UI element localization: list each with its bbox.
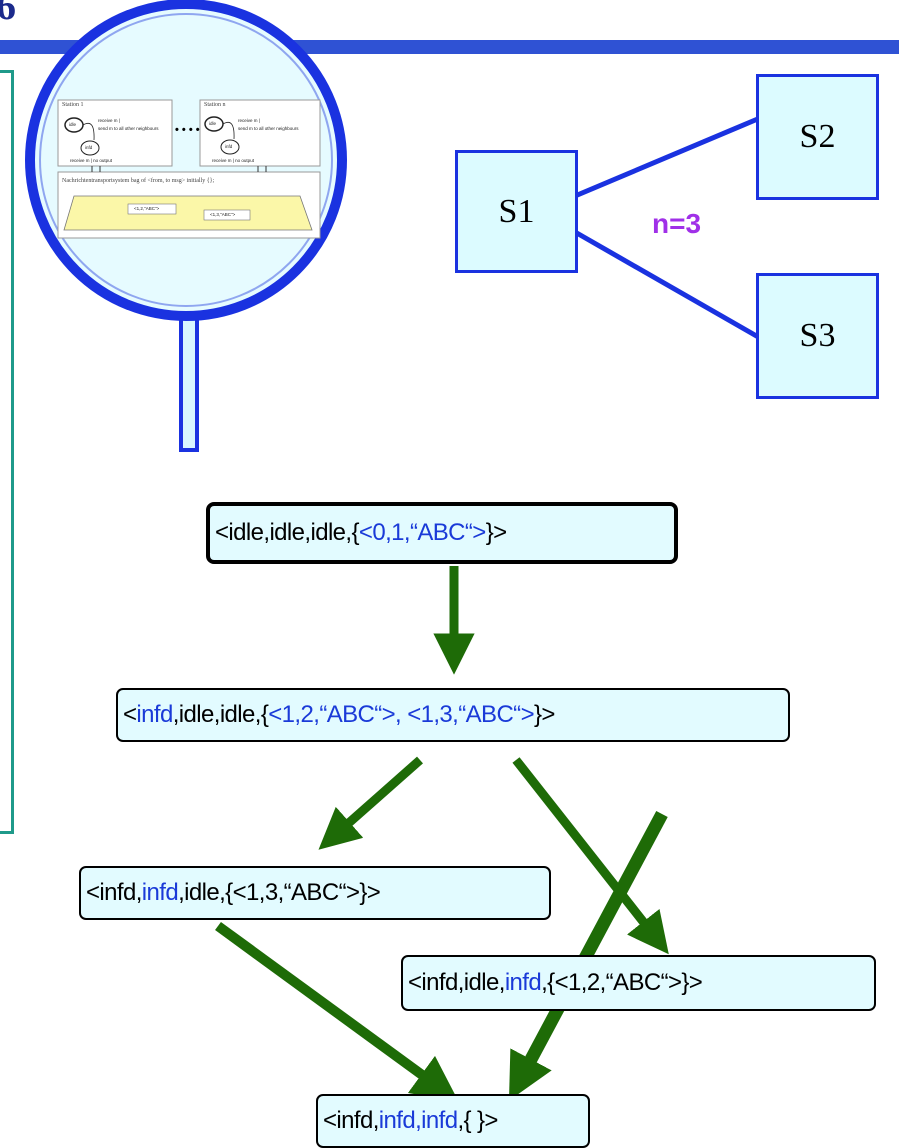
station-s1: S1: [455, 150, 578, 273]
state-after-s1-messages: <1,2,“ABC“>, <1,3,“ABC“>: [268, 701, 534, 728]
mini-transport-label: Nachrichtentransportsystem bag of <from,…: [62, 178, 215, 184]
mini-send-label-n: send m to all other neighbours: [238, 126, 299, 131]
mini-station-1-title: Station 1: [62, 102, 84, 108]
state-after-s1: <infd,idle,idle,{<1,2,“ABC“>, <1,3,“ABC“…: [116, 688, 790, 742]
mini-msg-1: <1,2,"ABC">: [134, 206, 160, 211]
state-final-close: ,{ }>: [457, 1107, 498, 1134]
mini-send-label: send m to all other neighbours: [98, 126, 159, 131]
state-initial-message: <0,1,“ABC“>: [358, 519, 486, 546]
state-final-text: <infd,: [323, 1107, 379, 1134]
state-initial-close: }>: [485, 519, 507, 546]
state-after-s3: <infd,idle,infd,{<1,2,“ABC“>}>: [401, 955, 876, 1011]
state-after-s2: <infd,infd,idle,{<1,3,“ABC“>}>: [79, 866, 551, 920]
n-label: n=3: [652, 208, 702, 239]
station-s3: S3: [756, 273, 879, 399]
state-after-s3-infd: infd: [504, 969, 542, 996]
state-after-s2-text: <infd,: [86, 879, 142, 906]
state-final: <infd,infd,infd,{ }>: [316, 1094, 590, 1148]
mini-station-n-title: Station n: [204, 102, 226, 108]
left-frame: [0, 70, 14, 834]
edge-s1-s3: [573, 229, 762, 341]
corner-glyph: 6: [0, 0, 16, 28]
mini-station-n-box: [199, 99, 321, 167]
mini-idle-label-n: idle: [209, 121, 217, 126]
mini-infd-label-n: infd: [225, 144, 233, 149]
state-initial-text: <idle,idle,idle,{: [215, 519, 360, 546]
state-final-infd: infd,infd: [378, 1107, 458, 1134]
arrow-s3-s4: [508, 810, 668, 1101]
mini-bag-shape: [63, 195, 313, 231]
state-after-s3-text: <infd,idle,: [408, 969, 505, 996]
mini-no-output-label-n: receive m | no output: [212, 158, 254, 163]
mini-idle-label: idle: [69, 122, 77, 127]
mini-no-output-label: receive m | no output: [70, 158, 112, 163]
mini-receive-label: receive m |: [98, 118, 120, 123]
state-after-s2-rest: ,idle,{<1,3,“ABC“>}>: [178, 879, 381, 906]
mini-ellipsis: • • • •: [175, 124, 200, 136]
state-after-s2-infd: infd: [141, 879, 179, 906]
mini-infd-label: infd: [85, 145, 93, 150]
arrow-s2-s4: [215, 921, 459, 1102]
state-initial: <idle,idle,idle,{<0,1,“ABC“>}>: [206, 502, 678, 564]
edge-s1-s2: [574, 115, 761, 199]
state-after-s3-rest: ,{<1,2,“ABC“>}>: [541, 969, 703, 996]
mini-station-1-box: [57, 99, 173, 167]
mini-msg-2: <1,3,"ABC">: [210, 212, 236, 217]
arrow-s1-s2: [318, 756, 423, 850]
state-after-s1-open: <: [123, 701, 137, 728]
state-after-s1-text: ,idle,idle,{: [172, 701, 269, 728]
state-after-s1-infd: infd: [136, 701, 173, 728]
state-after-s1-close: }>: [534, 701, 555, 728]
mini-receive-label-n: receive m |: [238, 118, 260, 123]
arrow-s1-s3: [512, 757, 669, 955]
mini-infd-state: [80, 140, 100, 156]
station-s2: S2: [756, 74, 879, 200]
